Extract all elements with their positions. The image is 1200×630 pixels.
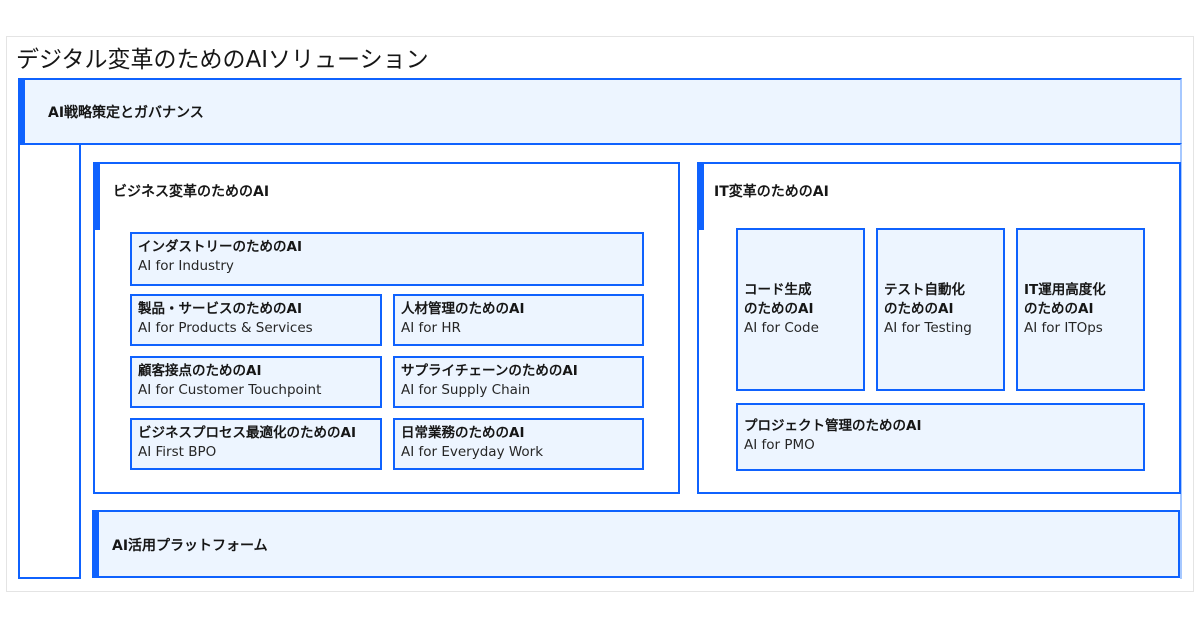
it-label: IT変革のためのAI — [714, 184, 829, 200]
card-testing: テスト自動化 のためのAI AI for Testing — [876, 228, 1005, 391]
card-title: 日常業務のためのAI — [401, 425, 525, 441]
diagram-title: デジタル変革のためのAIソリューション — [16, 47, 429, 73]
card-industry: インダストリーのためのAI AI for Industry — [130, 232, 644, 286]
card-bpo: ビジネスプロセス最適化のためのAI AI First BPO — [130, 418, 382, 470]
card-title: のためのAI — [1024, 301, 1094, 317]
card-title: 人材管理のためのAI — [401, 301, 525, 317]
card-title: 製品・サービスのためのAI — [138, 301, 302, 317]
card-title: ビジネスプロセス最適化のためのAI — [138, 425, 356, 441]
card-title: のためのAI — [744, 301, 814, 317]
platform-label: AI活用プラットフォーム — [112, 538, 268, 554]
business-label: ビジネス変革のためのAI — [113, 184, 270, 200]
card-everyday-work: 日常業務のためのAI AI for Everyday Work — [393, 418, 644, 470]
card-subtitle: AI for Everyday Work — [401, 444, 544, 460]
card-itops: IT運用高度化 のためのAI AI for ITOps — [1016, 228, 1145, 391]
card-supply-chain: サプライチェーンのためのAI AI for Supply Chain — [393, 356, 644, 408]
accent-bar — [92, 510, 99, 578]
card-title: サプライチェーンのためのAI — [401, 363, 578, 379]
card-subtitle: AI for Testing — [884, 320, 972, 336]
governance-label: AI戦略策定とガバナンス — [48, 105, 204, 121]
governance-inner-area — [79, 143, 1182, 579]
card-pmo: プロジェクト管理のためのAI AI for PMO — [736, 403, 1145, 471]
card-subtitle: AI First BPO — [138, 444, 217, 460]
card-title: コード生成 — [744, 282, 812, 298]
diagram-frame — [6, 36, 1194, 592]
card-title: テスト自動化 — [884, 282, 965, 298]
platform-band: AI活用プラットフォーム — [92, 510, 1180, 578]
card-products-services: 製品・サービスのためのAI AI for Products & Services — [130, 294, 382, 346]
accent-bar — [697, 162, 704, 230]
card-subtitle: AI for Customer Touchpoint — [138, 382, 322, 398]
card-subtitle: AI for ITOps — [1024, 320, 1103, 336]
card-customer-touchpoint: 顧客接点のためのAI AI for Customer Touchpoint — [130, 356, 382, 408]
accent-bar — [93, 162, 100, 230]
card-hr: 人材管理のためのAI AI for HR — [393, 294, 644, 346]
card-subtitle: AI for HR — [401, 320, 461, 336]
card-title: のためのAI — [884, 301, 954, 317]
card-title: プロジェクト管理のためのAI — [744, 418, 922, 434]
card-title: IT運用高度化 — [1024, 282, 1106, 298]
governance-band: AI戦略策定とガバナンス — [18, 78, 1182, 145]
card-subtitle: AI for Products & Services — [138, 320, 313, 336]
card-subtitle: AI for PMO — [744, 437, 815, 453]
governance-column — [18, 143, 81, 579]
card-title: インダストリーのためのAI — [138, 239, 302, 255]
card-code: コード生成 のためのAI AI for Code — [736, 228, 865, 391]
card-title: 顧客接点のためのAI — [138, 363, 262, 379]
card-subtitle: AI for Industry — [138, 258, 234, 274]
card-subtitle: AI for Supply Chain — [401, 382, 531, 398]
accent-bar — [18, 78, 25, 145]
card-subtitle: AI for Code — [744, 320, 819, 336]
